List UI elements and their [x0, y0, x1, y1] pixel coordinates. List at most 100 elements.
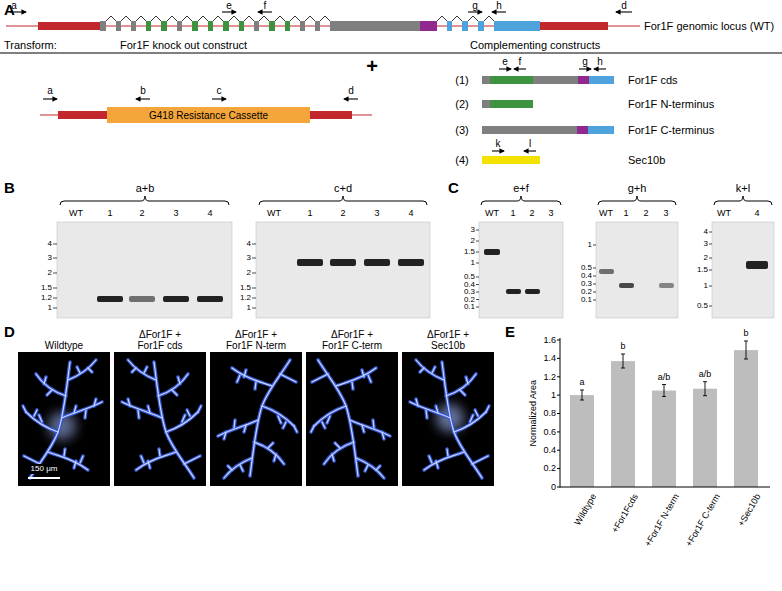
lane-brace: [60, 196, 772, 205]
gel-band: [659, 283, 674, 288]
genomic-locus: [447, 21, 452, 31]
size-marker: 1: [247, 304, 251, 312]
chart-bar: [652, 391, 676, 488]
genomic-locus: [223, 21, 229, 31]
cassette-label: G418 Resistance Cassette: [149, 110, 268, 121]
lane-label: 2: [643, 208, 648, 218]
gel-band: [197, 296, 223, 302]
chart-bar: [570, 395, 594, 487]
knockout-construct: [310, 111, 352, 119]
complementing-construct: [578, 76, 589, 84]
category-label: +For1F C-term: [683, 492, 722, 548]
micrograph: [410, 360, 489, 478]
complementing-construct: [577, 126, 588, 134]
genomic-locus: [494, 21, 540, 31]
plus-sign: +: [366, 55, 378, 78]
knockout-construct: [58, 111, 107, 119]
heading-row: Wildtype: [18, 327, 110, 351]
micrograph: [306, 352, 398, 486]
primer-arrow: [222, 11, 236, 12]
gel-band: [619, 283, 634, 288]
size-marker: 1.2: [41, 294, 52, 302]
tick-label: 1: [551, 390, 556, 400]
micrograph: [210, 352, 302, 486]
complementing-construct: [589, 76, 614, 84]
category-label: Wildtype: [573, 492, 599, 527]
heading-row: ΔFor1F + For1F C-term: [306, 327, 398, 351]
panel-letter: B: [4, 179, 15, 196]
primer-label: e: [226, 0, 232, 12]
tick-label: 0.2: [543, 463, 556, 473]
lane-brace: [714, 196, 772, 205]
bar-chart: [557, 338, 770, 488]
primer-arrow: [524, 150, 536, 151]
category-label: +For1F N-term: [642, 492, 681, 548]
gel-band: [506, 289, 521, 294]
locus-label: For1F genomic locus (WT): [644, 20, 774, 33]
primer-label: a: [47, 85, 53, 97]
micrograph: [402, 352, 494, 486]
ladder-tick: [709, 232, 712, 306]
row-label: Complementing constructs: [470, 39, 600, 52]
primer-label: h: [597, 56, 603, 68]
genomic-locus: [478, 21, 484, 31]
size-marker: 1.5: [240, 284, 251, 292]
chart-axis: [557, 340, 560, 487]
primer-arrow: [594, 68, 606, 69]
complementing-construct: [482, 76, 490, 84]
construct-label: For1F cds: [628, 74, 678, 87]
gel-image: [712, 222, 774, 318]
lane-label: 2: [139, 208, 144, 218]
heading-row: ΔFor1F + For1F cds: [114, 327, 206, 351]
lane-label: 1: [510, 208, 515, 218]
genomic-locus: [116, 21, 121, 31]
primer-arrow: [579, 68, 591, 69]
complementing-construct: [588, 126, 614, 134]
primer-label: k: [496, 138, 501, 150]
genomic-locus: [208, 21, 213, 31]
micrograph: [306, 352, 398, 486]
significance-letter: b: [743, 328, 748, 338]
ladder-tick: [593, 245, 596, 300]
panel-letter: D: [4, 323, 15, 340]
genomic-locus: [540, 22, 608, 30]
gel-image: [596, 222, 678, 318]
chart-bar: [570, 350, 758, 487]
genomic-locus: [300, 21, 305, 31]
size-marker: 1.5: [697, 266, 708, 274]
ladder-tick: [252, 244, 256, 308]
gel-band: [97, 296, 123, 302]
ladder-tick: [53, 230, 712, 308]
gel-band: [129, 296, 155, 302]
size-marker: 3: [471, 226, 475, 234]
row-label: Transform:: [4, 39, 57, 52]
micrograph: [18, 352, 494, 486]
micrograph: [410, 360, 489, 478]
genomic-locus: [106, 16, 494, 21]
category-label: +Sec10b: [736, 492, 763, 528]
micrograph: [218, 360, 297, 478]
size-marker: 1.5: [41, 284, 52, 292]
primer-label: d: [348, 85, 354, 97]
gel-band: [525, 289, 540, 294]
primer-arrow: [43, 98, 57, 99]
significance-letter: a/b: [658, 372, 671, 382]
lane-label: 1: [107, 208, 112, 218]
construct-number: (4): [455, 154, 468, 167]
lane-label: 2: [529, 208, 534, 218]
primer-arrow: [136, 98, 150, 99]
micrograph-panel: ΔFor1F + Sec10b: [402, 327, 494, 486]
primer-pair: e+f: [513, 182, 529, 195]
primer-arrow: [212, 98, 226, 99]
genomic-locus: [192, 21, 198, 31]
complementing-construct: [490, 100, 533, 108]
complementing-construct: [482, 156, 540, 164]
size-marker: 3: [247, 254, 251, 262]
size-marker: 2: [48, 269, 52, 277]
gel-band: [398, 259, 424, 266]
size-marker: 0.5: [697, 302, 708, 310]
genomic-locus: [38, 22, 100, 30]
significance-letter: a/b: [699, 369, 712, 379]
lane-brace: [60, 196, 229, 205]
lane-brace: [259, 196, 427, 205]
